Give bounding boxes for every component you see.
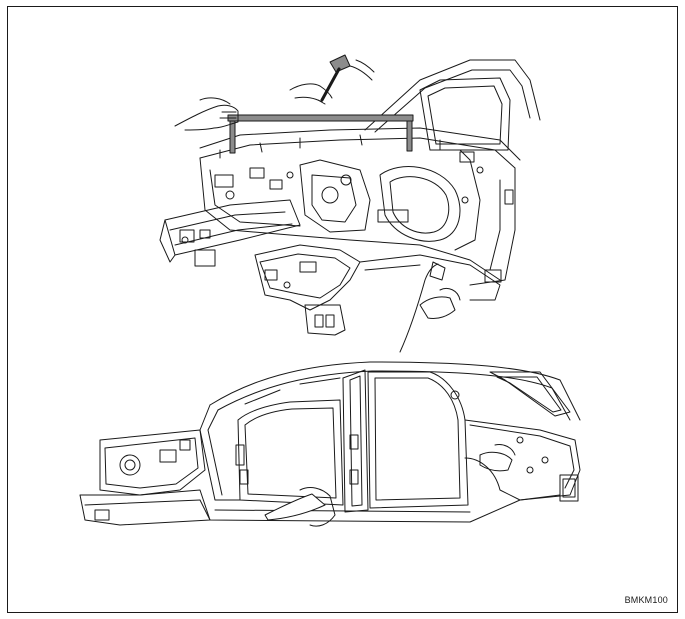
hammer-icon — [317, 54, 351, 105]
hand-icon — [419, 287, 461, 319]
figure-code-label: BMKM100 — [624, 595, 668, 605]
dolly-tool-icon — [264, 493, 326, 521]
side-body-structure — [79, 361, 581, 526]
hand-icon — [289, 59, 375, 103]
hand-icon — [174, 97, 239, 131]
figure-frame — [7, 6, 678, 613]
hand-icon — [299, 444, 516, 527]
dolly-tool-icon — [399, 261, 446, 353]
front-body-structure — [159, 59, 541, 336]
